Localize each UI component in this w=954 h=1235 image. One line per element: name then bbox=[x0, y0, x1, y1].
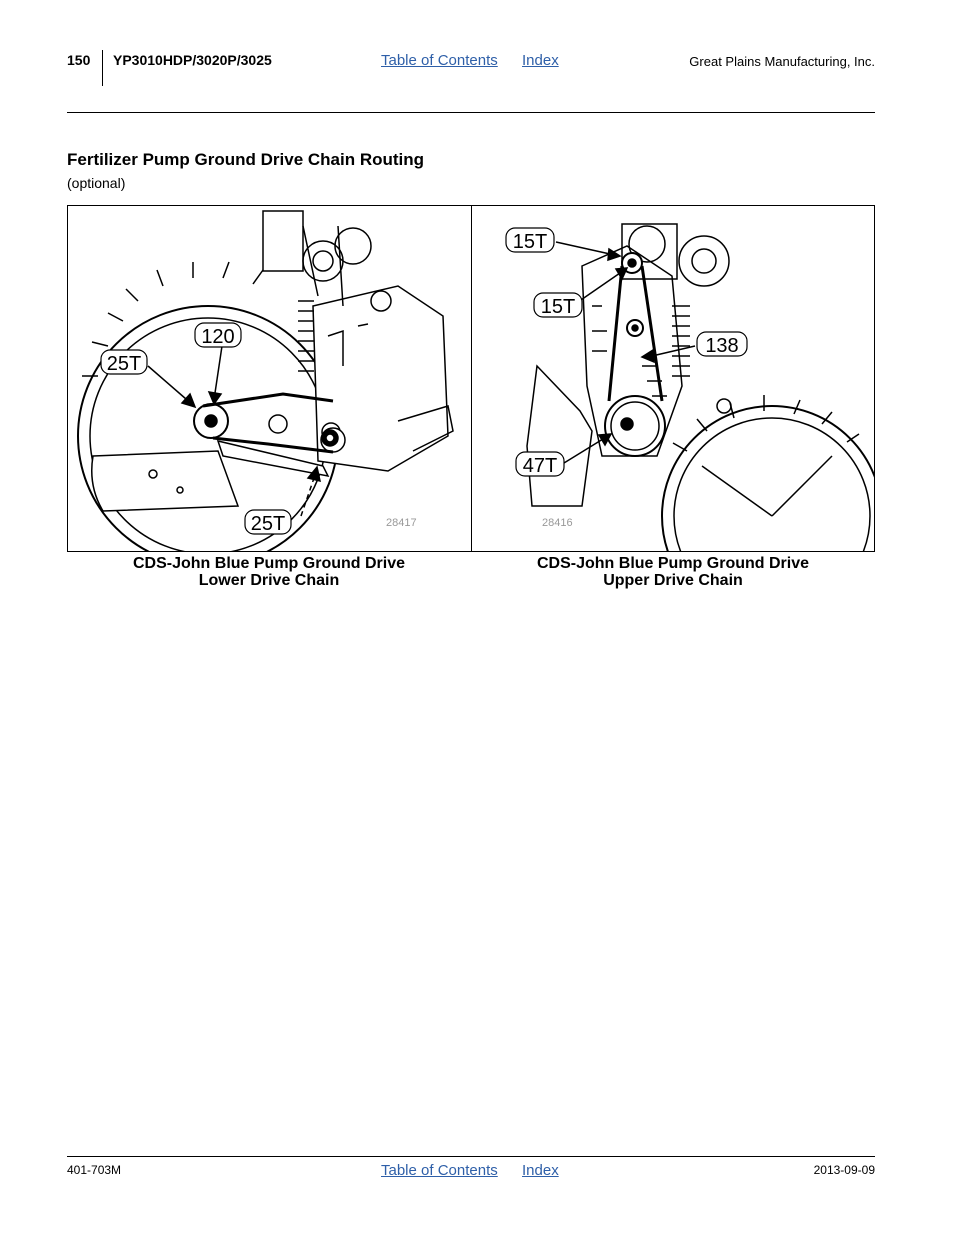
caption-upper-line2: Upper Drive Chain bbox=[603, 572, 743, 589]
publication-date: 2013-09-09 bbox=[813, 1163, 875, 1177]
svg-text:47T: 47T bbox=[523, 455, 557, 477]
callout-25t-lower: 25T bbox=[244, 509, 292, 535]
callout-15t-middle: 15T bbox=[533, 292, 583, 318]
section-title: Fertilizer Pump Ground Drive Chain Routi… bbox=[67, 150, 425, 169]
index-link[interactable]: Index bbox=[522, 52, 559, 69]
document-number: 401-703M bbox=[67, 1163, 122, 1177]
caption-upper-drive-chain: CDS-John Blue Pump Ground Drive Upper Dr… bbox=[471, 555, 875, 589]
section-subtitle: (optional) bbox=[67, 175, 126, 191]
model-title: YP3010HDP/3020P/3025 bbox=[113, 52, 272, 68]
svg-text:25T: 25T bbox=[107, 353, 141, 375]
figure-number-28417: 28417 bbox=[386, 517, 417, 529]
svg-text:15T: 15T bbox=[541, 296, 575, 318]
callout-15t-top: 15T bbox=[505, 227, 555, 253]
caption-lower-drive-chain: CDS-John Blue Pump Ground Drive Lower Dr… bbox=[67, 555, 471, 589]
caption-lower-line1: CDS-John Blue Pump Ground Drive bbox=[132, 555, 405, 572]
svg-text:15T: 15T bbox=[513, 231, 547, 253]
svg-text:25T: 25T bbox=[251, 513, 285, 535]
page-number: 150 bbox=[67, 52, 91, 68]
upper-drive-chain-illustration: 15T 15T 138 47T 28416 bbox=[505, 223, 875, 551]
footer-index-link[interactable]: Index bbox=[522, 1162, 559, 1179]
figure-divider bbox=[471, 205, 472, 552]
callout-120: 120 bbox=[194, 322, 242, 348]
lower-drive-chain-illustration: 120 25T 25T 28417 bbox=[77, 210, 454, 551]
header-divider bbox=[102, 50, 103, 86]
caption-upper-line1: CDS-John Blue Pump Ground Drive bbox=[536, 555, 809, 572]
callout-25t-upper: 25T bbox=[100, 349, 148, 375]
svg-text:138: 138 bbox=[705, 335, 738, 357]
footer-toc-link[interactable]: Table of Contents bbox=[381, 1162, 498, 1179]
toc-link[interactable]: Table of Contents bbox=[381, 52, 498, 69]
footer-rule bbox=[67, 1156, 875, 1157]
callout-138: 138 bbox=[696, 331, 748, 357]
company-name: Great Plains Manufacturing, Inc. bbox=[689, 54, 875, 69]
svg-text:120: 120 bbox=[201, 326, 234, 348]
callout-47t: 47T bbox=[515, 451, 565, 477]
caption-lower-line2: Lower Drive Chain bbox=[198, 572, 340, 589]
header-rule bbox=[67, 112, 875, 113]
figure-number-28416: 28416 bbox=[542, 517, 573, 529]
